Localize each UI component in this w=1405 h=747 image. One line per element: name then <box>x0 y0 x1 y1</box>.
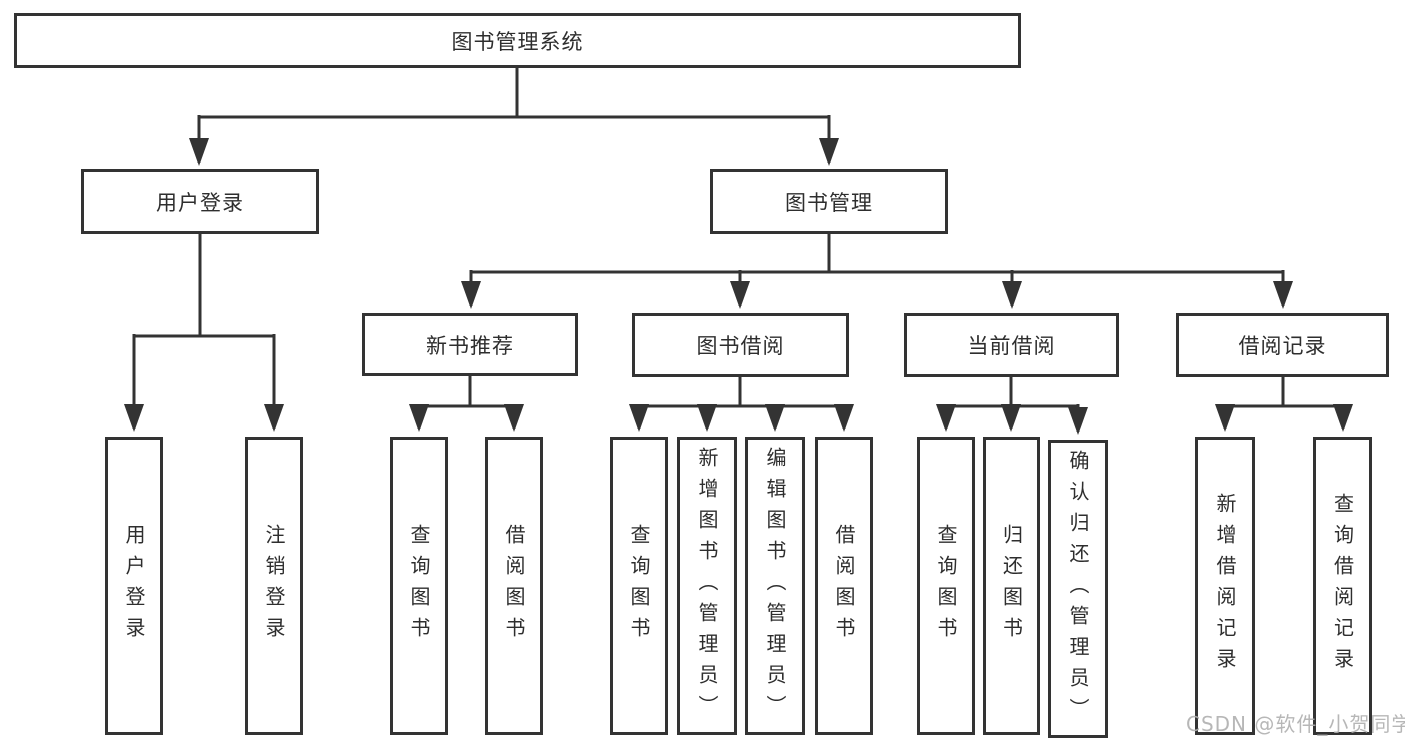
node-book-borrow: 图书借阅 <box>632 313 849 377</box>
leaf-user-login: 用户登录 <box>105 437 163 735</box>
node-book-management: 图书管理 <box>710 169 948 234</box>
node-new-book-recommend: 新书推荐 <box>362 313 578 376</box>
leaf-return-books: 归还图书 <box>983 437 1040 735</box>
node-current-borrow-label: 当前借阅 <box>967 334 1056 358</box>
leaf-add-book-admin: 新增图书（管理员） <box>677 437 737 735</box>
leaf-logout: 注销登录 <box>245 437 303 735</box>
leaf-query-books-current-label: 查询图书 <box>934 524 958 648</box>
leaf-query-books-recommend: 查询图书 <box>390 437 448 735</box>
node-current-borrow: 当前借阅 <box>904 313 1119 377</box>
leaf-add-book-admin-label: 新增图书（管理员） <box>695 446 719 726</box>
node-root-label: 图书管理系统 <box>451 29 584 54</box>
leaf-query-borrow-record-label: 查询借阅记录 <box>1330 493 1355 679</box>
node-book-management-label: 图书管理 <box>785 190 873 215</box>
leaf-borrow-books-recommend: 借阅图书 <box>485 437 543 735</box>
node-user-login: 用户登录 <box>81 169 319 234</box>
leaf-query-books-borrow-label: 查询图书 <box>627 524 651 648</box>
leaf-edit-book-admin: 编辑图书（管理员） <box>745 437 805 735</box>
node-borrow-records: 借阅记录 <box>1176 313 1389 377</box>
leaf-add-borrow-record-label: 新增借阅记录 <box>1213 493 1237 679</box>
leaf-confirm-return-admin-label: 确认归还（管理员） <box>1066 449 1090 729</box>
csdn-watermark: CSDN @软件_小贺同学 <box>1186 712 1405 736</box>
leaf-query-books-current: 查询图书 <box>917 437 975 735</box>
leaf-user-login-label: 用户登录 <box>122 524 146 648</box>
leaf-borrow-books-recommend-label: 借阅图书 <box>502 524 526 648</box>
leaf-confirm-return-admin: 确认归还（管理员） <box>1048 440 1108 738</box>
leaf-query-books-recommend-label: 查询图书 <box>407 524 431 648</box>
node-borrow-records-label: 借阅记录 <box>1238 334 1327 358</box>
leaf-borrow-books-label: 借阅图书 <box>832 524 856 648</box>
node-user-login-label: 用户登录 <box>156 190 244 215</box>
leaf-query-borrow-record: 查询借阅记录 <box>1313 437 1372 735</box>
leaf-edit-book-admin-label: 编辑图书（管理员） <box>763 446 787 726</box>
leaf-add-borrow-record: 新增借阅记录 <box>1195 437 1255 735</box>
node-root: 图书管理系统 <box>14 13 1021 68</box>
leaf-logout-label: 注销登录 <box>262 524 286 648</box>
node-book-borrow-label: 图书借阅 <box>696 334 785 358</box>
leaf-borrow-books: 借阅图书 <box>815 437 873 735</box>
leaf-query-books-borrow: 查询图书 <box>610 437 668 735</box>
leaf-return-books-label: 归还图书 <box>999 524 1024 648</box>
node-new-book-recommend-label: 新书推荐 <box>426 333 514 358</box>
